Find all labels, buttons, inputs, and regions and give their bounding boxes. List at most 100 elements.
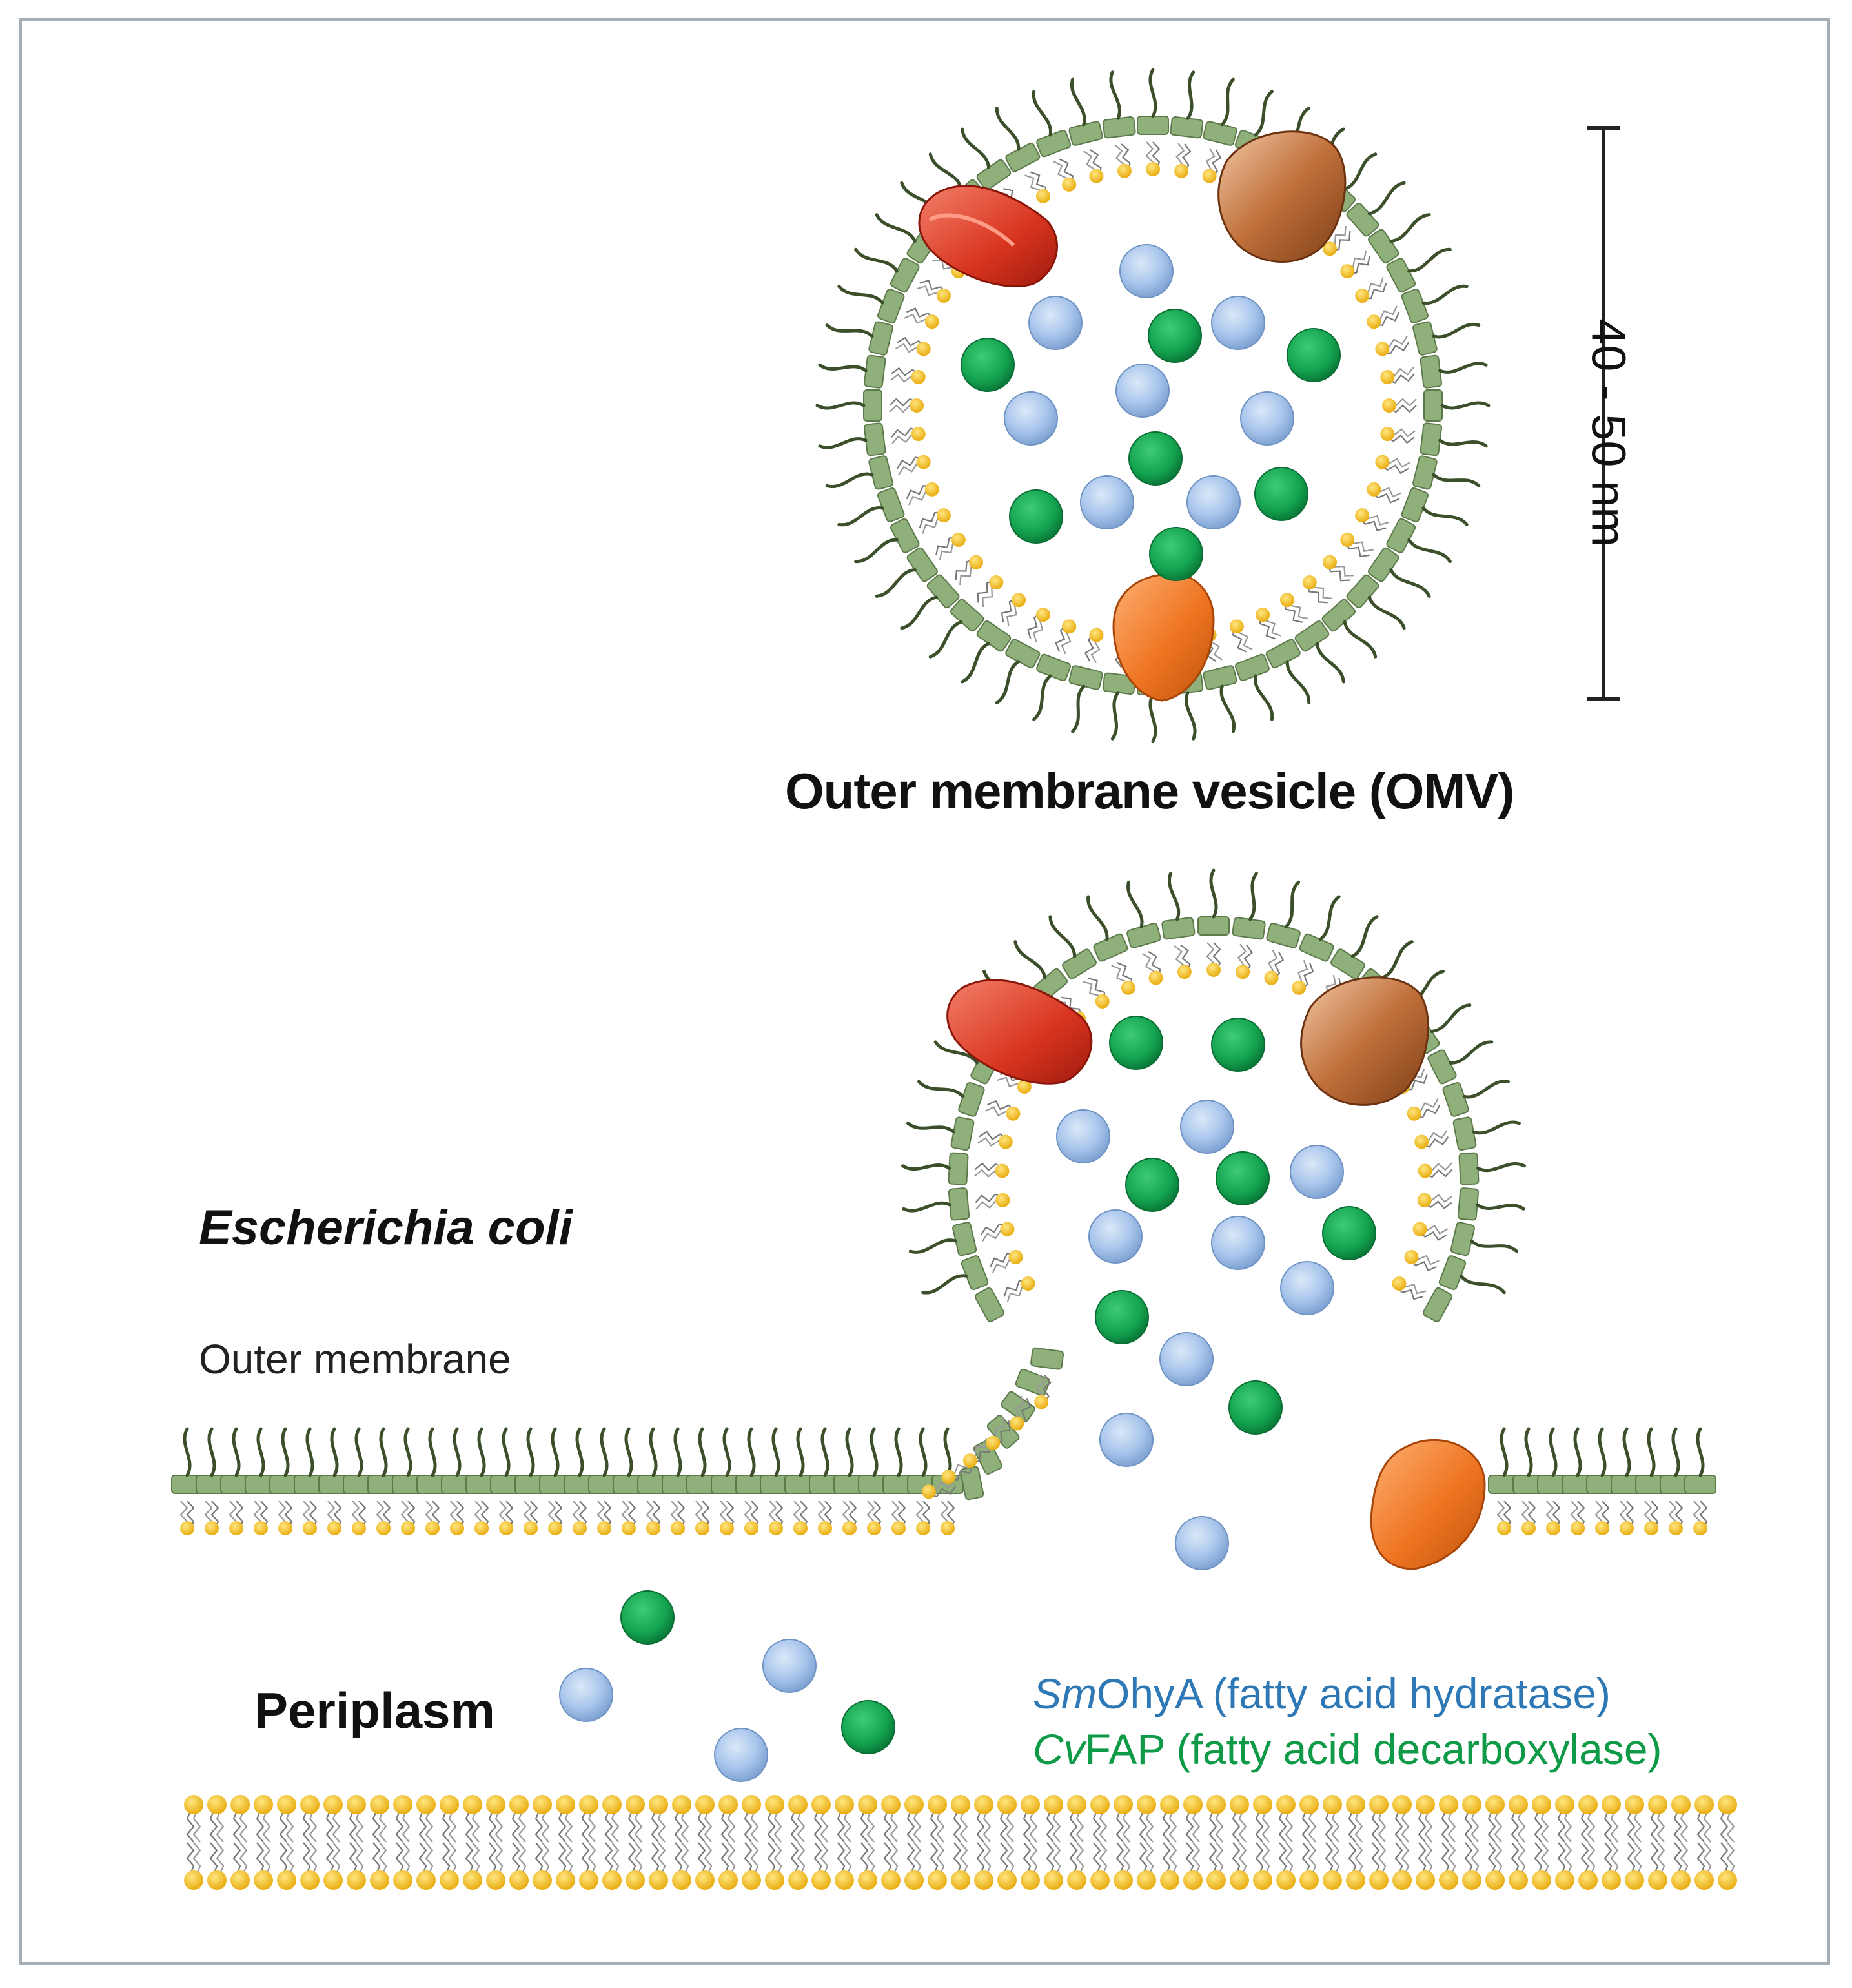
lps-tail [1032,90,1052,137]
lipid-head [997,1870,1017,1890]
lps-block [1203,665,1237,690]
lipid-head [995,1163,1010,1178]
lipid-head [1509,1795,1528,1814]
lps-tail [1185,691,1197,741]
lps-tail [1248,872,1258,921]
lipid-head [765,1870,784,1890]
lipid-head [695,1870,715,1890]
lipid-head [486,1870,505,1890]
lipid-head [742,1795,761,1814]
lipid-head [548,1521,562,1535]
lps-tail [933,1040,979,1065]
decarboxylase-protein [1095,1290,1149,1344]
lipid-head [1090,1795,1110,1814]
red-membrane-protein [918,185,1058,288]
lps-block [976,159,1012,190]
lipid-head [649,1795,668,1814]
lps-block [948,1152,969,1185]
lps-tail [943,1427,952,1477]
lps-block [1427,1049,1457,1085]
lipid-head [928,1795,947,1814]
hydratase-protein [1028,296,1083,350]
lps-tail [1549,1427,1558,1477]
lipid-head [646,1521,660,1535]
lipid-head [207,1870,227,1890]
lipid-head [1414,1134,1429,1149]
legend-decarboxylase-text: FAP (fatty acid decarboxylase) [1084,1725,1662,1773]
lipid-head [1578,1795,1598,1814]
lipid-head [440,1870,459,1890]
lipid-head [718,1870,738,1890]
lipid-head [1625,1870,1644,1890]
inner-membrane-bilayer [184,1795,1737,1890]
lipid-head [1382,398,1396,413]
lps-tail [1148,68,1157,118]
lipid-head [509,1795,529,1814]
lipid-head [1578,1870,1598,1890]
lipid-head [1602,1795,1621,1814]
lps-block [1265,639,1301,669]
lipid-head [254,1521,268,1535]
lps-block [948,1187,970,1221]
lipid-head [1407,1106,1421,1121]
lipid-head [1694,1795,1714,1814]
lps-block [1036,130,1072,158]
lps-block [1137,116,1169,135]
lipid-head [1439,1870,1458,1890]
lipid-head [1067,1870,1086,1890]
lps-block [1420,354,1443,389]
lps-tail [908,1238,957,1254]
lps-block [1036,653,1072,681]
decarboxylase-protein [961,338,1015,392]
lipid-head [922,1484,936,1499]
lipid-head [1369,1795,1389,1814]
lps-tail [379,1427,388,1477]
lipid-head [1095,994,1110,1009]
lipid-head [597,1521,611,1535]
lps-tail [1500,1427,1509,1477]
lipid-head [1148,970,1163,985]
lps-tail [928,620,963,659]
scale-bar [1587,126,1620,701]
lipid-head [533,1870,552,1890]
lipid-head [904,1795,924,1814]
lps-block [1330,948,1365,979]
lipid-head [463,1870,482,1890]
lps-block [863,354,886,389]
lipid-head [556,1795,575,1814]
lipid-head [720,1521,734,1535]
lipid-head [742,1870,761,1890]
lipid-head [347,1795,366,1814]
lps-tail [1459,1274,1506,1295]
lps-tail [815,401,866,410]
lps-block [1197,916,1230,936]
lipid-head [1276,1870,1296,1890]
lps-tail [1110,691,1120,741]
lipid-head [718,1795,738,1814]
lps-block [926,574,960,608]
lipid-head [941,1470,956,1484]
lipid-head [1006,1106,1021,1121]
lipid-head [1121,980,1135,995]
lps-tail [575,1427,584,1477]
lps-tail [906,1122,955,1134]
lipid-head [1206,1870,1226,1890]
budding-membrane [901,868,1526,1322]
lipid-head [1323,241,1337,256]
lps-tail [428,1427,437,1477]
lps-tail [902,1201,952,1213]
lipid-head [911,369,926,384]
lps-block [1684,1475,1716,1494]
lipid-head [1021,1276,1035,1291]
lipid-head [1000,1222,1015,1236]
lipid-head [1671,1870,1691,1890]
lipid-head [1392,1870,1412,1890]
hydratase-protein [1004,391,1058,446]
lps-block [961,1255,989,1291]
lipid-head [230,1870,250,1890]
decarboxylase-protein [1287,328,1341,382]
lipid-head [1062,619,1077,634]
lps-tail [1573,1427,1582,1477]
hydratase-protein [1159,1332,1214,1386]
lipid-head [230,1795,250,1814]
